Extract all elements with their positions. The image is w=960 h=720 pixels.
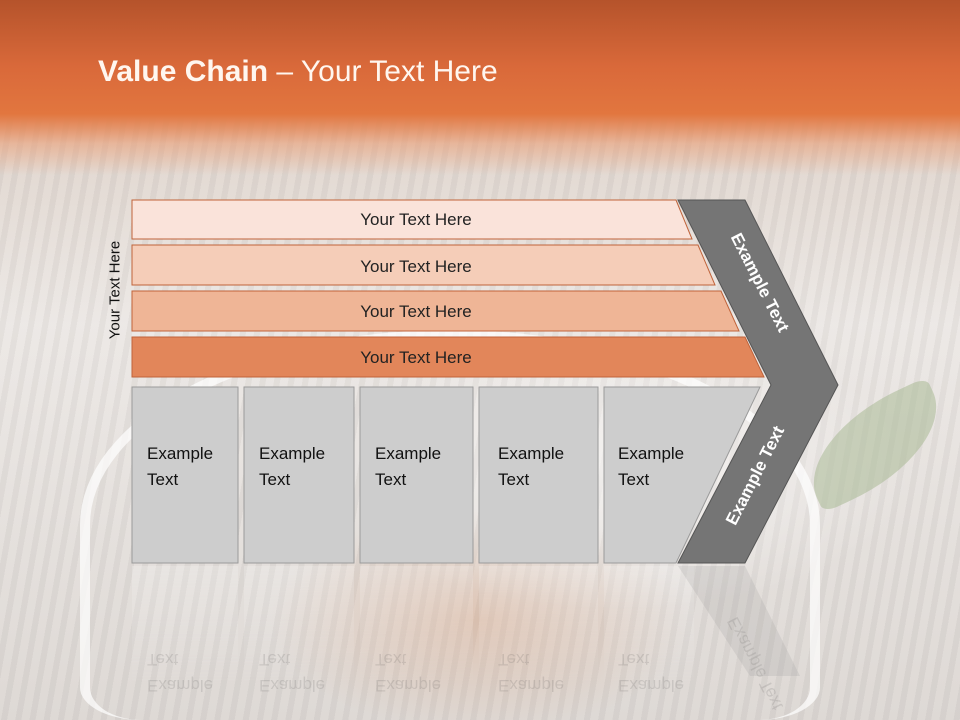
column-2-line1: Example bbox=[259, 444, 325, 463]
title-rest: – Your Text Here bbox=[268, 55, 498, 88]
slide-title[interactable]: Value Chain – Your Text Here bbox=[98, 55, 498, 89]
column-1-line1: Example bbox=[147, 444, 213, 463]
columns-group: Example Text Example Text Example Text E… bbox=[131, 386, 761, 564]
column-5-line2: Text bbox=[618, 470, 649, 489]
reflection-text: Text bbox=[498, 650, 529, 669]
bar-4[interactable]: Your Text Here bbox=[131, 336, 765, 378]
column-5[interactable]: Example Text bbox=[603, 386, 761, 564]
reflection: Example Text Example Text Example Text E… bbox=[132, 566, 800, 713]
bars-group: Your Text Here Your Text Here Your Text … bbox=[131, 199, 765, 378]
column-4-line1: Example bbox=[498, 444, 564, 463]
reflection-text: Text bbox=[375, 650, 406, 669]
column-4-line2: Text bbox=[498, 470, 529, 489]
reflection-text: Example bbox=[147, 676, 213, 695]
reflection-text: Example bbox=[259, 676, 325, 695]
bar-3-label: Your Text Here bbox=[360, 302, 472, 321]
column-4[interactable]: Example Text bbox=[478, 386, 599, 564]
reflection-text: Text bbox=[259, 650, 290, 669]
bar-2[interactable]: Your Text Here bbox=[131, 244, 716, 286]
bar-1-label: Your Text Here bbox=[360, 210, 472, 229]
bar-3[interactable]: Your Text Here bbox=[131, 290, 740, 332]
bar-4-label: Your Text Here bbox=[360, 348, 472, 367]
column-3[interactable]: Example Text bbox=[359, 386, 474, 564]
column-1[interactable]: Example Text bbox=[131, 386, 239, 564]
column-2[interactable]: Example Text bbox=[243, 386, 355, 564]
bar-1[interactable]: Your Text Here bbox=[131, 199, 693, 240]
reflection-text: Example bbox=[618, 676, 684, 695]
column-1-line2: Text bbox=[147, 470, 178, 489]
reflection-text: Text bbox=[618, 650, 649, 669]
takeout-box-decoration bbox=[80, 330, 820, 720]
title-bold: Value Chain bbox=[98, 55, 269, 88]
column-3-line2: Text bbox=[375, 470, 406, 489]
column-3-line1: Example bbox=[375, 444, 441, 463]
column-2-line2: Text bbox=[259, 470, 290, 489]
reflection-text: Text bbox=[147, 650, 178, 669]
bar-2-label: Your Text Here bbox=[360, 257, 472, 276]
reflection-text: Example bbox=[498, 676, 564, 695]
reflection-text: Example bbox=[375, 676, 441, 695]
column-5-line1: Example bbox=[618, 444, 684, 463]
header-band bbox=[0, 0, 960, 175]
